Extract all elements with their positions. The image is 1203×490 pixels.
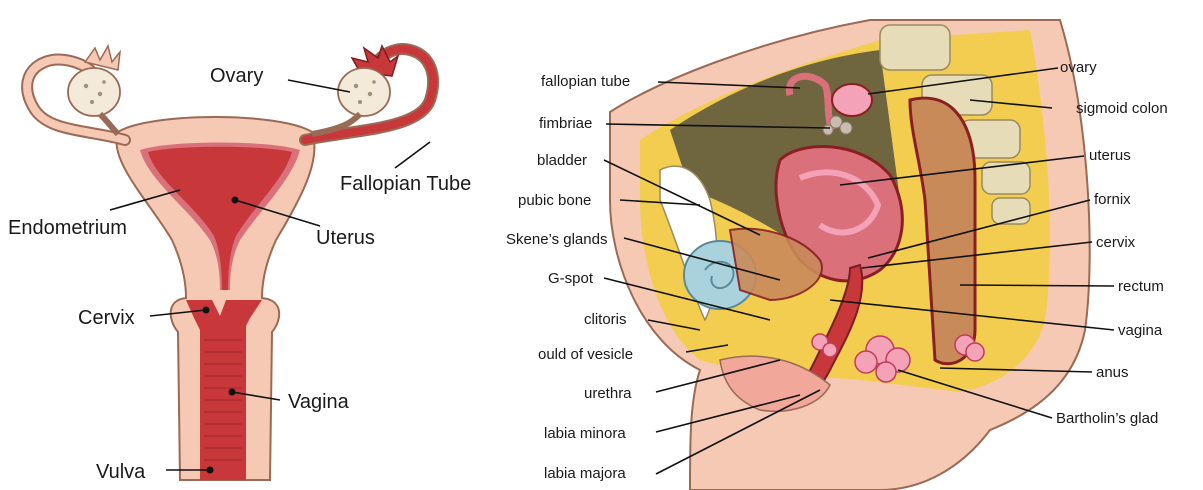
label-uterus-right: uterus [1089, 147, 1131, 164]
label-fallopian-left: Fallopian Tube [340, 173, 471, 195]
vaginal-canal [200, 318, 246, 480]
label-sigmoid-colon-right: sigmoid colon [1076, 100, 1168, 117]
dot-uterus-left [232, 197, 239, 204]
label-bladder-right: bladder [537, 152, 587, 169]
label-endometrium-left: Endometrium [8, 217, 127, 239]
label-ovary-left: Ovary [210, 65, 263, 87]
dot-vulva-left [207, 467, 214, 474]
label-rectum-right: rectum [1118, 278, 1164, 295]
label-labia-minora-right: labia minora [544, 425, 626, 442]
label-pubic-bone-right: pubic bone [518, 192, 591, 209]
label-cervix-right: cervix [1096, 234, 1136, 251]
dot-cervix-left [203, 307, 210, 314]
label-cervix-left: Cervix [78, 307, 135, 329]
label-vagina-right: vagina [1118, 322, 1163, 339]
label-ovary-right: ovary [1060, 59, 1097, 76]
frontal-uterus-diagram: Ovary Fallopian Tube Endometrium Uterus … [8, 46, 471, 483]
label-anus-right: anus [1096, 364, 1129, 381]
leader-fallopian-left [395, 142, 430, 168]
label-ould-of-vesicle-right: ould of vesicle [538, 346, 633, 363]
label-vagina-left: Vagina [288, 391, 350, 413]
label-labia-majora-right: labia majora [544, 465, 626, 482]
label-fallopian-tube-right: fallopian tube [541, 73, 630, 90]
dot-vagina-left [229, 389, 236, 396]
sagittal-diagram: fallopian tube fimbriae bladder pubic bo… [506, 20, 1168, 490]
ovary-sagittal [832, 84, 872, 116]
left-ovary [68, 68, 120, 116]
label-bartholins-glad-right: Bartholin’s glad [1056, 410, 1158, 427]
label-vulva-left: Vulva [96, 461, 146, 483]
label-g-spot-right: G-spot [548, 270, 594, 287]
label-fimbriae-right: fimbriae [539, 115, 592, 132]
label-fornix-right: fornix [1094, 191, 1131, 208]
label-uterus-left: Uterus [316, 227, 375, 249]
label-skenes-glands-right: Skene’s glands [506, 231, 607, 248]
label-clitoris-right: clitoris [584, 311, 627, 328]
label-urethra-right: urethra [584, 385, 632, 402]
